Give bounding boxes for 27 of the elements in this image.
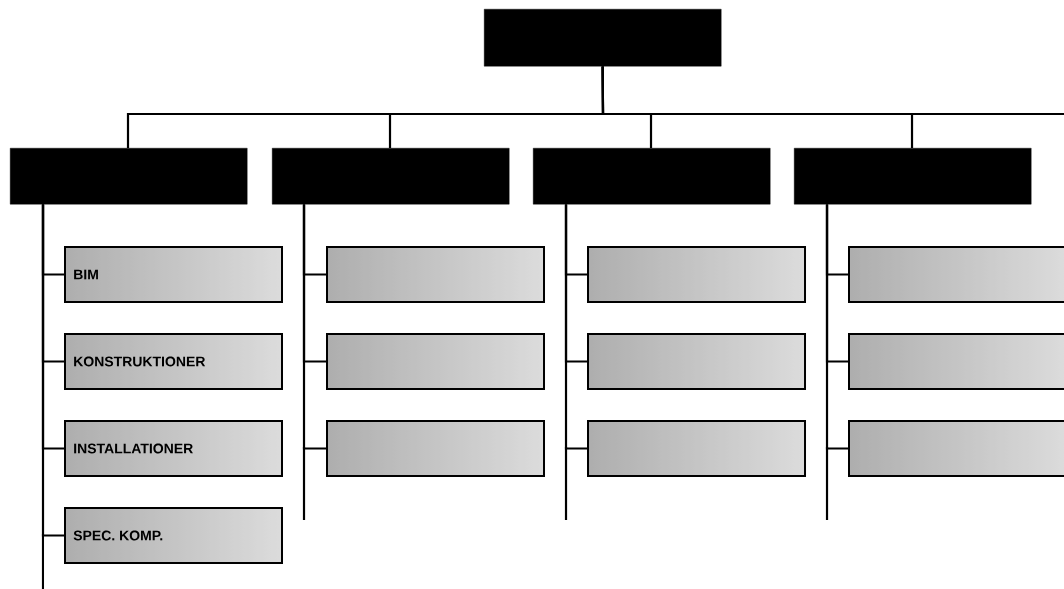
- item-box: [64, 246, 283, 303]
- header-box: [533, 148, 771, 205]
- item-box: [326, 420, 545, 477]
- header-box: [272, 148, 510, 205]
- box-label: KONSTRUKTIONER: [74, 356, 206, 367]
- header-box: [484, 9, 722, 67]
- box-label: SPEC. KOMP.: [73, 530, 163, 541]
- item-box: [326, 246, 545, 303]
- item-box: [587, 246, 806, 303]
- item-box: [848, 420, 1064, 477]
- header-box: [794, 148, 1032, 205]
- item-box: [64, 420, 283, 477]
- connector-line: [564, 204, 587, 450]
- item-box: [587, 420, 806, 477]
- item-box: [64, 507, 283, 564]
- item-box: [848, 333, 1064, 390]
- item-box: [587, 333, 806, 390]
- item-box: [848, 246, 1064, 303]
- box-label: INSTALLATIONER: [74, 443, 193, 454]
- connector-line: [825, 204, 848, 450]
- box-label: BIM: [74, 269, 98, 280]
- item-box: [326, 333, 545, 390]
- connector-line: [41, 204, 64, 537]
- connector-line: [601, 66, 914, 148]
- header-box: [10, 148, 248, 205]
- connector-line: [302, 204, 326, 450]
- item-box: [64, 333, 283, 390]
